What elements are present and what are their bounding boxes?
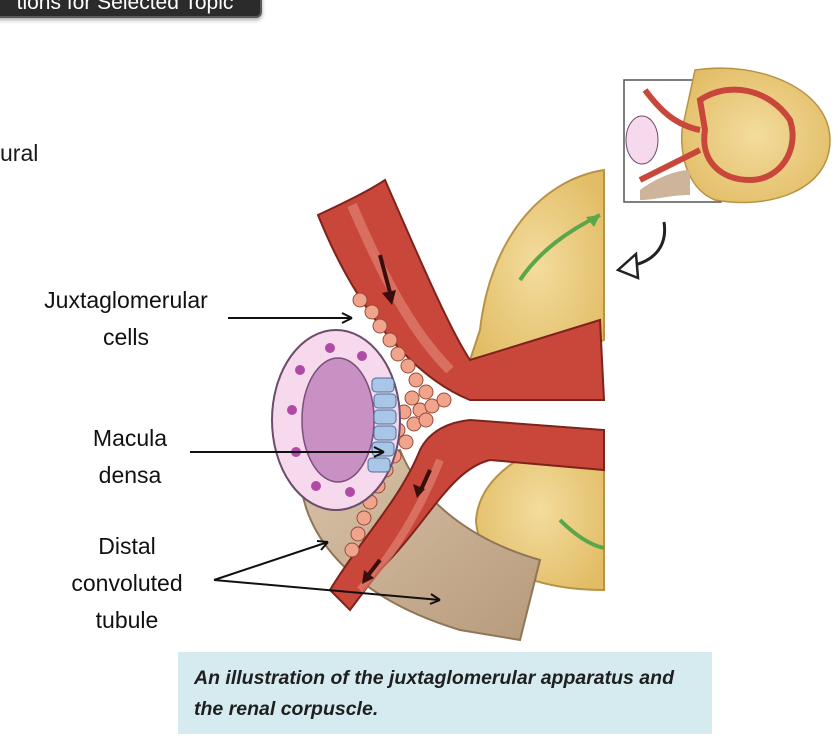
selected-topic-button-label: tions for Selected Topic — [16, 0, 234, 14]
cut-off-text: ural — [0, 140, 39, 166]
macula-densa-label: Macula densa — [60, 420, 200, 494]
selected-topic-button[interactable]: tions for Selected Topic — [0, 0, 262, 18]
macula-densa-cells — [367, 377, 397, 473]
distal-label-line2: convoluted — [71, 570, 183, 596]
juxtaglomerular-label-line1: Juxtaglomerular — [44, 287, 208, 313]
zoom-direction-arrow — [615, 221, 667, 280]
inset-thumbnail — [623, 67, 831, 204]
figure-caption: An illustration of the juxtaglomerular a… — [178, 652, 712, 734]
juxtaglomerular-label-line2: cells — [102, 324, 149, 350]
distal-leader-1 — [213, 541, 329, 581]
leader-lines — [190, 312, 441, 605]
macula-label-line2: densa — [98, 462, 162, 488]
juxtaglomerular-label: Juxtaglomerular cells — [24, 282, 228, 356]
efferent-arteriole — [328, 418, 605, 612]
afferent-arteriole — [316, 178, 606, 401]
distal-tubule-label: Distal convoluted tubule — [44, 528, 210, 639]
tubule-cross-section — [271, 329, 401, 511]
distal-label-line1: Distal — [98, 533, 156, 559]
macula-label-line1: Macula — [92, 425, 168, 451]
distal-label-line3: tubule — [95, 607, 159, 633]
juxtaglomerular-illustration — [190, 67, 831, 642]
distal-leader-2 — [213, 579, 441, 601]
